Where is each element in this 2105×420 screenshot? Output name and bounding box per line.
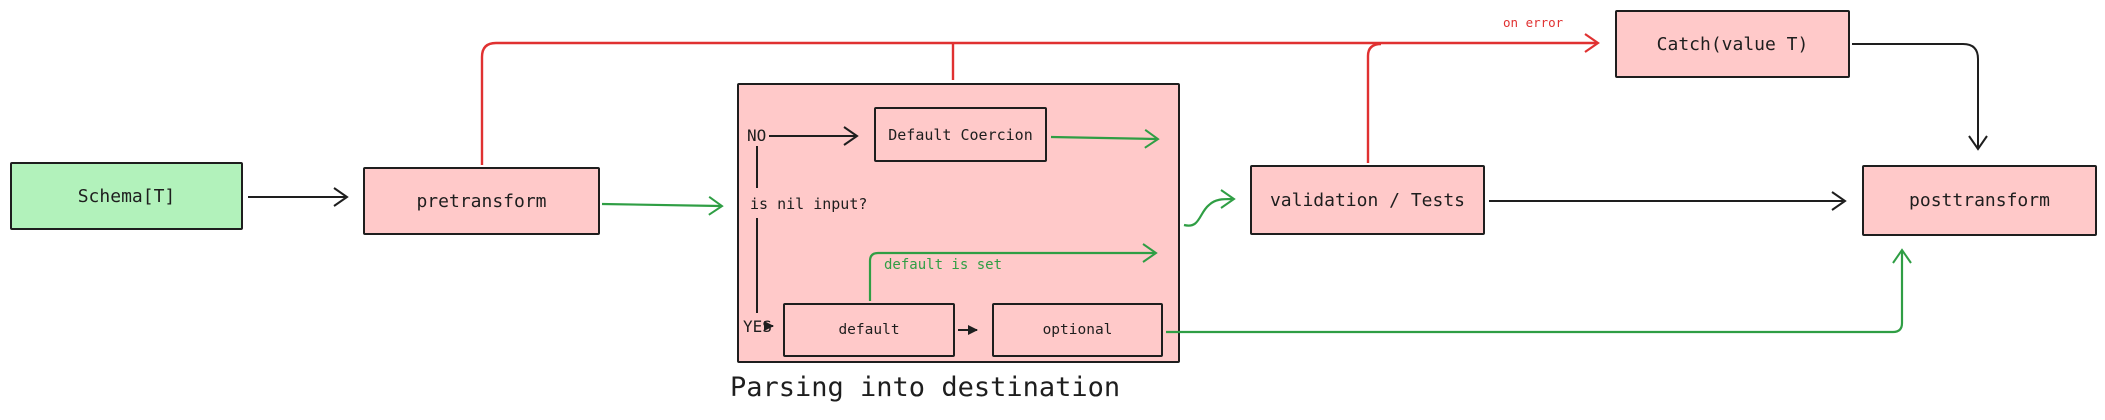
arrow-catch-to-posttransform [1852,43,1988,151]
label-yes: YES [743,317,772,336]
label-on-error: on error [1503,15,1564,30]
line-error-branch-validation [1366,42,1382,163]
node-catch-label: Catch(value T) [1656,33,1809,55]
node-schema: Schema[T] [10,162,243,230]
label-default-is-set: default is set [884,257,1003,273]
node-validation: validation / Tests [1250,165,1485,235]
node-posttransform-label: posttransform [1909,190,2050,211]
diagram-caption: Parsing into destination [730,372,1121,403]
node-posttransform: posttransform [1862,165,2097,236]
label-is-nil-input: is nil input? [750,195,868,213]
node-default-coercion-label: Default Coercion [888,125,1033,144]
arrow-parsing-to-validation [1183,189,1236,227]
arrow-pretransform-to-parsing [601,196,724,216]
node-catch: Catch(value T) [1615,10,1850,78]
node-default-label: default [838,322,900,338]
node-optional-label: optional [1042,322,1113,338]
arrow-optional-to-posttransform [1166,248,1912,334]
node-default-coercion: Default Coercion [874,107,1047,162]
node-schema-label: Schema[T] [77,185,176,207]
node-pretransform-label: pretransform [416,190,547,212]
label-no: NO [747,126,767,145]
node-pretransform: pretransform [363,167,600,235]
node-default: default [783,303,955,357]
node-validation-label: validation / Tests [1269,189,1466,211]
node-optional: optional [992,303,1163,357]
